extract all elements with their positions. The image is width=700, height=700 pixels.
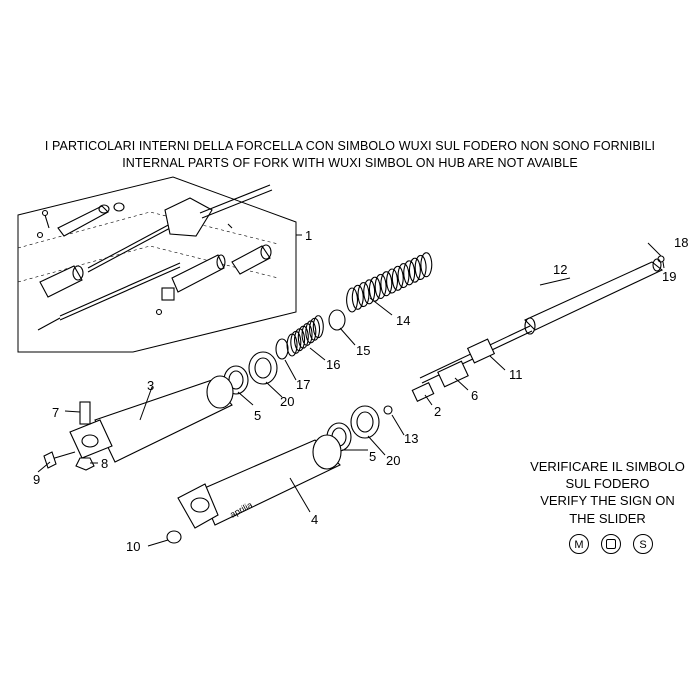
callout-15: 15 [356, 343, 370, 358]
kit-cartridge-upper [36, 184, 273, 273]
header-english: INTERNAL PARTS OF FORK WITH WUXI SIMBOL … [122, 156, 578, 170]
header-italian: I PARTICOLARI INTERNI DELLA FORCELLA CON… [44, 139, 656, 153]
part-2-nut [411, 382, 435, 402]
symbol-square-icon [601, 534, 621, 554]
part-18-ball [657, 255, 665, 263]
part-15-washer [328, 309, 346, 331]
callout-6: 6 [471, 388, 478, 403]
note-line-3: VERIFY THE SIGN ON [540, 493, 675, 508]
kit-cartridge-lower [37, 244, 272, 331]
kit-outline [17, 176, 297, 353]
callout-11: 11 [509, 367, 523, 382]
callout-5-lower: 5 [369, 449, 376, 464]
part-16-spring [286, 315, 324, 357]
callout-1: 1 [305, 228, 312, 243]
kit-separator [17, 211, 279, 249]
part-3-slider [43, 375, 234, 471]
note-line-2: SUL FODERO [565, 476, 650, 491]
note-line-1: VERIFICARE IL SIMBOLO [530, 459, 685, 474]
callout-7: 7 [52, 405, 59, 420]
symbol-s-icon: S [633, 534, 653, 554]
callout-2: 2 [434, 404, 441, 419]
callout-5-upper: 5 [254, 408, 261, 423]
note-line-4: THE SLIDER [569, 511, 646, 526]
callout-labels: 1 2 3 4 5 5 6 7 8 9 10 11 12 13 14 15 16… [33, 228, 688, 554]
callout-9: 9 [33, 472, 40, 487]
part-20-seal-upper [248, 351, 278, 385]
callout-16: 16 [326, 357, 340, 372]
leader-lines [37, 234, 665, 547]
part-13-washer [383, 405, 393, 415]
callout-17: 17 [296, 377, 310, 392]
callout-20-upper: 20 [280, 394, 294, 409]
callout-12: 12 [553, 262, 567, 277]
part-20-seal-lower [350, 405, 380, 439]
callout-8: 8 [101, 456, 108, 471]
part-14-spring [346, 252, 433, 313]
callout-3: 3 [147, 378, 154, 393]
callout-20-lower: 20 [386, 453, 400, 468]
callout-4: 4 [311, 512, 318, 527]
callout-14: 14 [396, 313, 410, 328]
part-11-bushing [466, 338, 496, 364]
symbol-m-icon: M [569, 534, 589, 554]
callout-19: 19 [662, 269, 676, 284]
callout-13: 13 [404, 431, 418, 446]
part-6-bushing [437, 360, 469, 388]
part-17-washer [275, 338, 289, 360]
part-4-slider: aprilia [166, 434, 342, 544]
callout-10: 10 [126, 539, 140, 554]
callout-18: 18 [674, 235, 688, 250]
